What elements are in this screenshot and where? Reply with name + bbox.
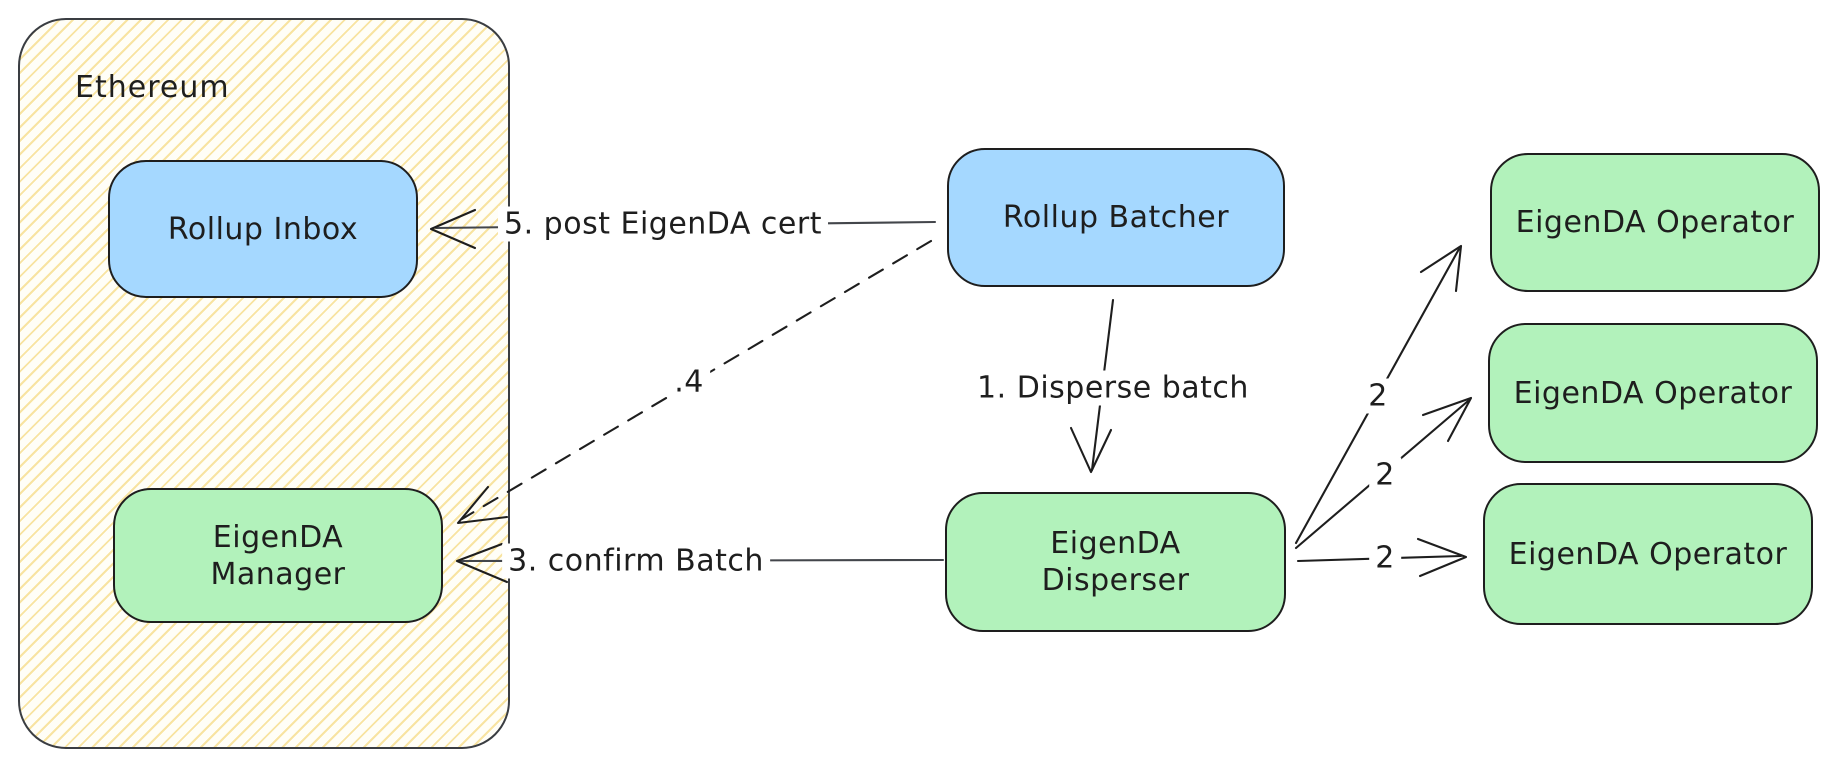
node-rollup-inbox: Rollup Inbox	[108, 160, 418, 298]
edge-to-operator3-arrowhead	[1416, 537, 1468, 578]
edge-label-to-operator1: 2	[1362, 378, 1394, 414]
ethereum-container-label: Ethereum	[75, 70, 230, 105]
edge-label-confirm-batch: 3. confirm Batch	[502, 543, 770, 579]
node-eigenda-operator-2-label: EigenDA Operator	[1513, 375, 1793, 411]
node-rollup-batcher-label: Rollup Batcher	[1002, 200, 1230, 235]
ethereum-container: Ethereum	[18, 18, 510, 749]
edge-label-to-operator2: 2	[1369, 457, 1401, 493]
edge-label-to-operator3: 2	[1369, 540, 1401, 576]
node-eigenda-operator-1: EigenDA Operator	[1490, 153, 1820, 292]
node-eigenda-manager-label: EigenDA Manager	[210, 519, 346, 592]
node-eigenda-disperser: EigenDA Disperser	[945, 492, 1286, 632]
edge-to-operator2-arrowhead	[1421, 396, 1473, 443]
node-rollup-inbox-label: Rollup Inbox	[167, 211, 359, 247]
node-eigenda-disperser-label: EigenDA Disperser	[1041, 526, 1190, 598]
edge-disperse-batch-arrowhead	[1069, 426, 1113, 474]
node-eigenda-operator-1-label: EigenDA Operator	[1515, 205, 1795, 240]
node-eigenda-manager: EigenDA Manager	[113, 488, 443, 623]
edge-label-cert-to-manager: .4	[668, 364, 710, 400]
node-eigenda-operator-2: EigenDA Operator	[1488, 323, 1818, 463]
edge-label-post-cert: 5. post EigenDA cert	[498, 206, 828, 242]
node-eigenda-operator-3-label: EigenDA Operator	[1508, 536, 1788, 572]
node-eigenda-operator-3: EigenDA Operator	[1483, 483, 1813, 625]
edge-to-operator1-arrowhead	[1419, 244, 1463, 293]
edge-label-disperse-batch: 1. Disperse batch	[971, 370, 1255, 406]
node-rollup-batcher: Rollup Batcher	[947, 148, 1285, 287]
